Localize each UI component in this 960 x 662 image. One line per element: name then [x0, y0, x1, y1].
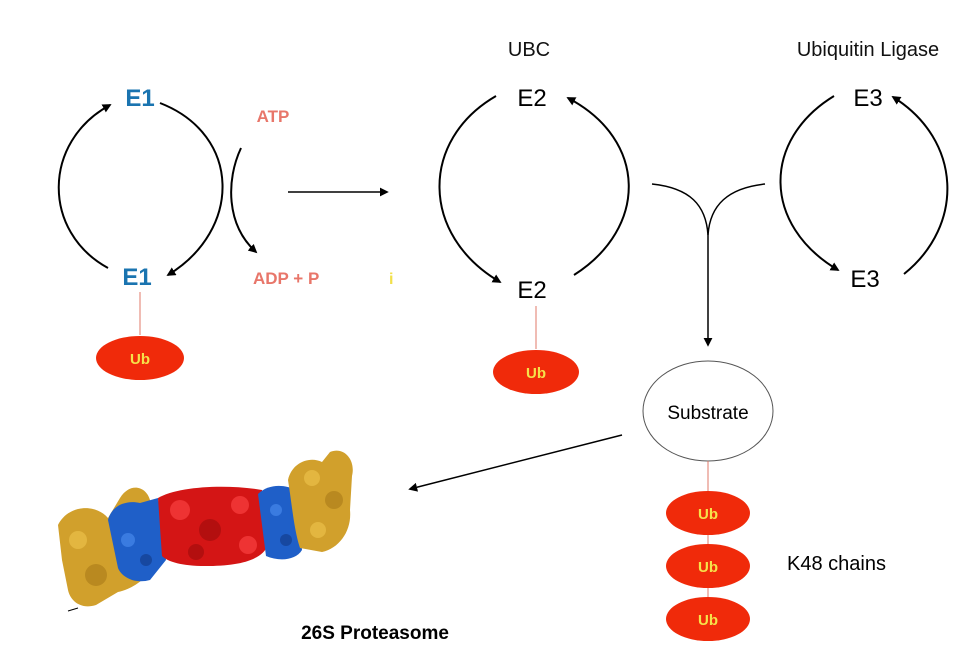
- proteasome-label: 26S Proteasome: [301, 623, 449, 644]
- proteasome-structure-icon: [58, 450, 353, 612]
- atp-cycle: ATP ADP + P i: [230, 107, 393, 288]
- e2-ub-label: Ub: [526, 365, 546, 382]
- chain-ub-oval: [666, 544, 750, 588]
- e3-left-arc-arrow: [779, 95, 840, 271]
- ubiquitin-ligase-header: Ubiquitin Ligase: [797, 39, 939, 61]
- e2-right-arc-arrow: [566, 97, 630, 276]
- convergence-arrow: [651, 183, 766, 347]
- e2-top-label: E2: [517, 85, 546, 112]
- atp-label: ATP: [257, 107, 290, 126]
- k48-chains-label: K48 chains: [787, 553, 886, 575]
- e1-left-arc-arrow: [57, 104, 112, 269]
- e2-left-arc-arrow: [438, 95, 502, 283]
- e1-right-arc-arrow: [159, 102, 224, 276]
- substrate-label: Substrate: [667, 403, 748, 424]
- e3-bottom-label: E3: [850, 266, 879, 293]
- e1-ub-label: Ub: [130, 351, 150, 368]
- chain-ub-label: Ub: [698, 559, 718, 576]
- e1-ub-oval: [96, 336, 184, 380]
- pi-subscript: i: [389, 271, 393, 288]
- substrate-to-proteasome-arrow: [408, 434, 623, 492]
- adp-label: ADP + P: [253, 269, 319, 288]
- e1-bottom-label: E1: [122, 264, 151, 291]
- e1-top-label: E1: [125, 85, 154, 112]
- e2-cycle: UBC E2 E2 Ub: [438, 39, 630, 394]
- e3-top-label: E3: [853, 85, 882, 112]
- e3-right-arc-arrow: [891, 96, 949, 275]
- e1-cycle: E1 E1 Ub: [57, 85, 224, 380]
- substrate-group: Substrate Ub Ub Ub K48 chains: [642, 360, 886, 641]
- ubc-header: UBC: [508, 39, 550, 61]
- chain-ub-oval: [666, 491, 750, 535]
- chain-ub-oval: [666, 597, 750, 641]
- chain-ub-label: Ub: [698, 612, 718, 629]
- e2-bottom-label: E2: [517, 277, 546, 304]
- atp-adp-arc-arrow: [230, 147, 258, 254]
- e2-ub-oval: [493, 350, 579, 394]
- e3-cycle: Ubiquitin Ligase E3 E3: [779, 39, 949, 293]
- chain-ub-label: Ub: [698, 506, 718, 523]
